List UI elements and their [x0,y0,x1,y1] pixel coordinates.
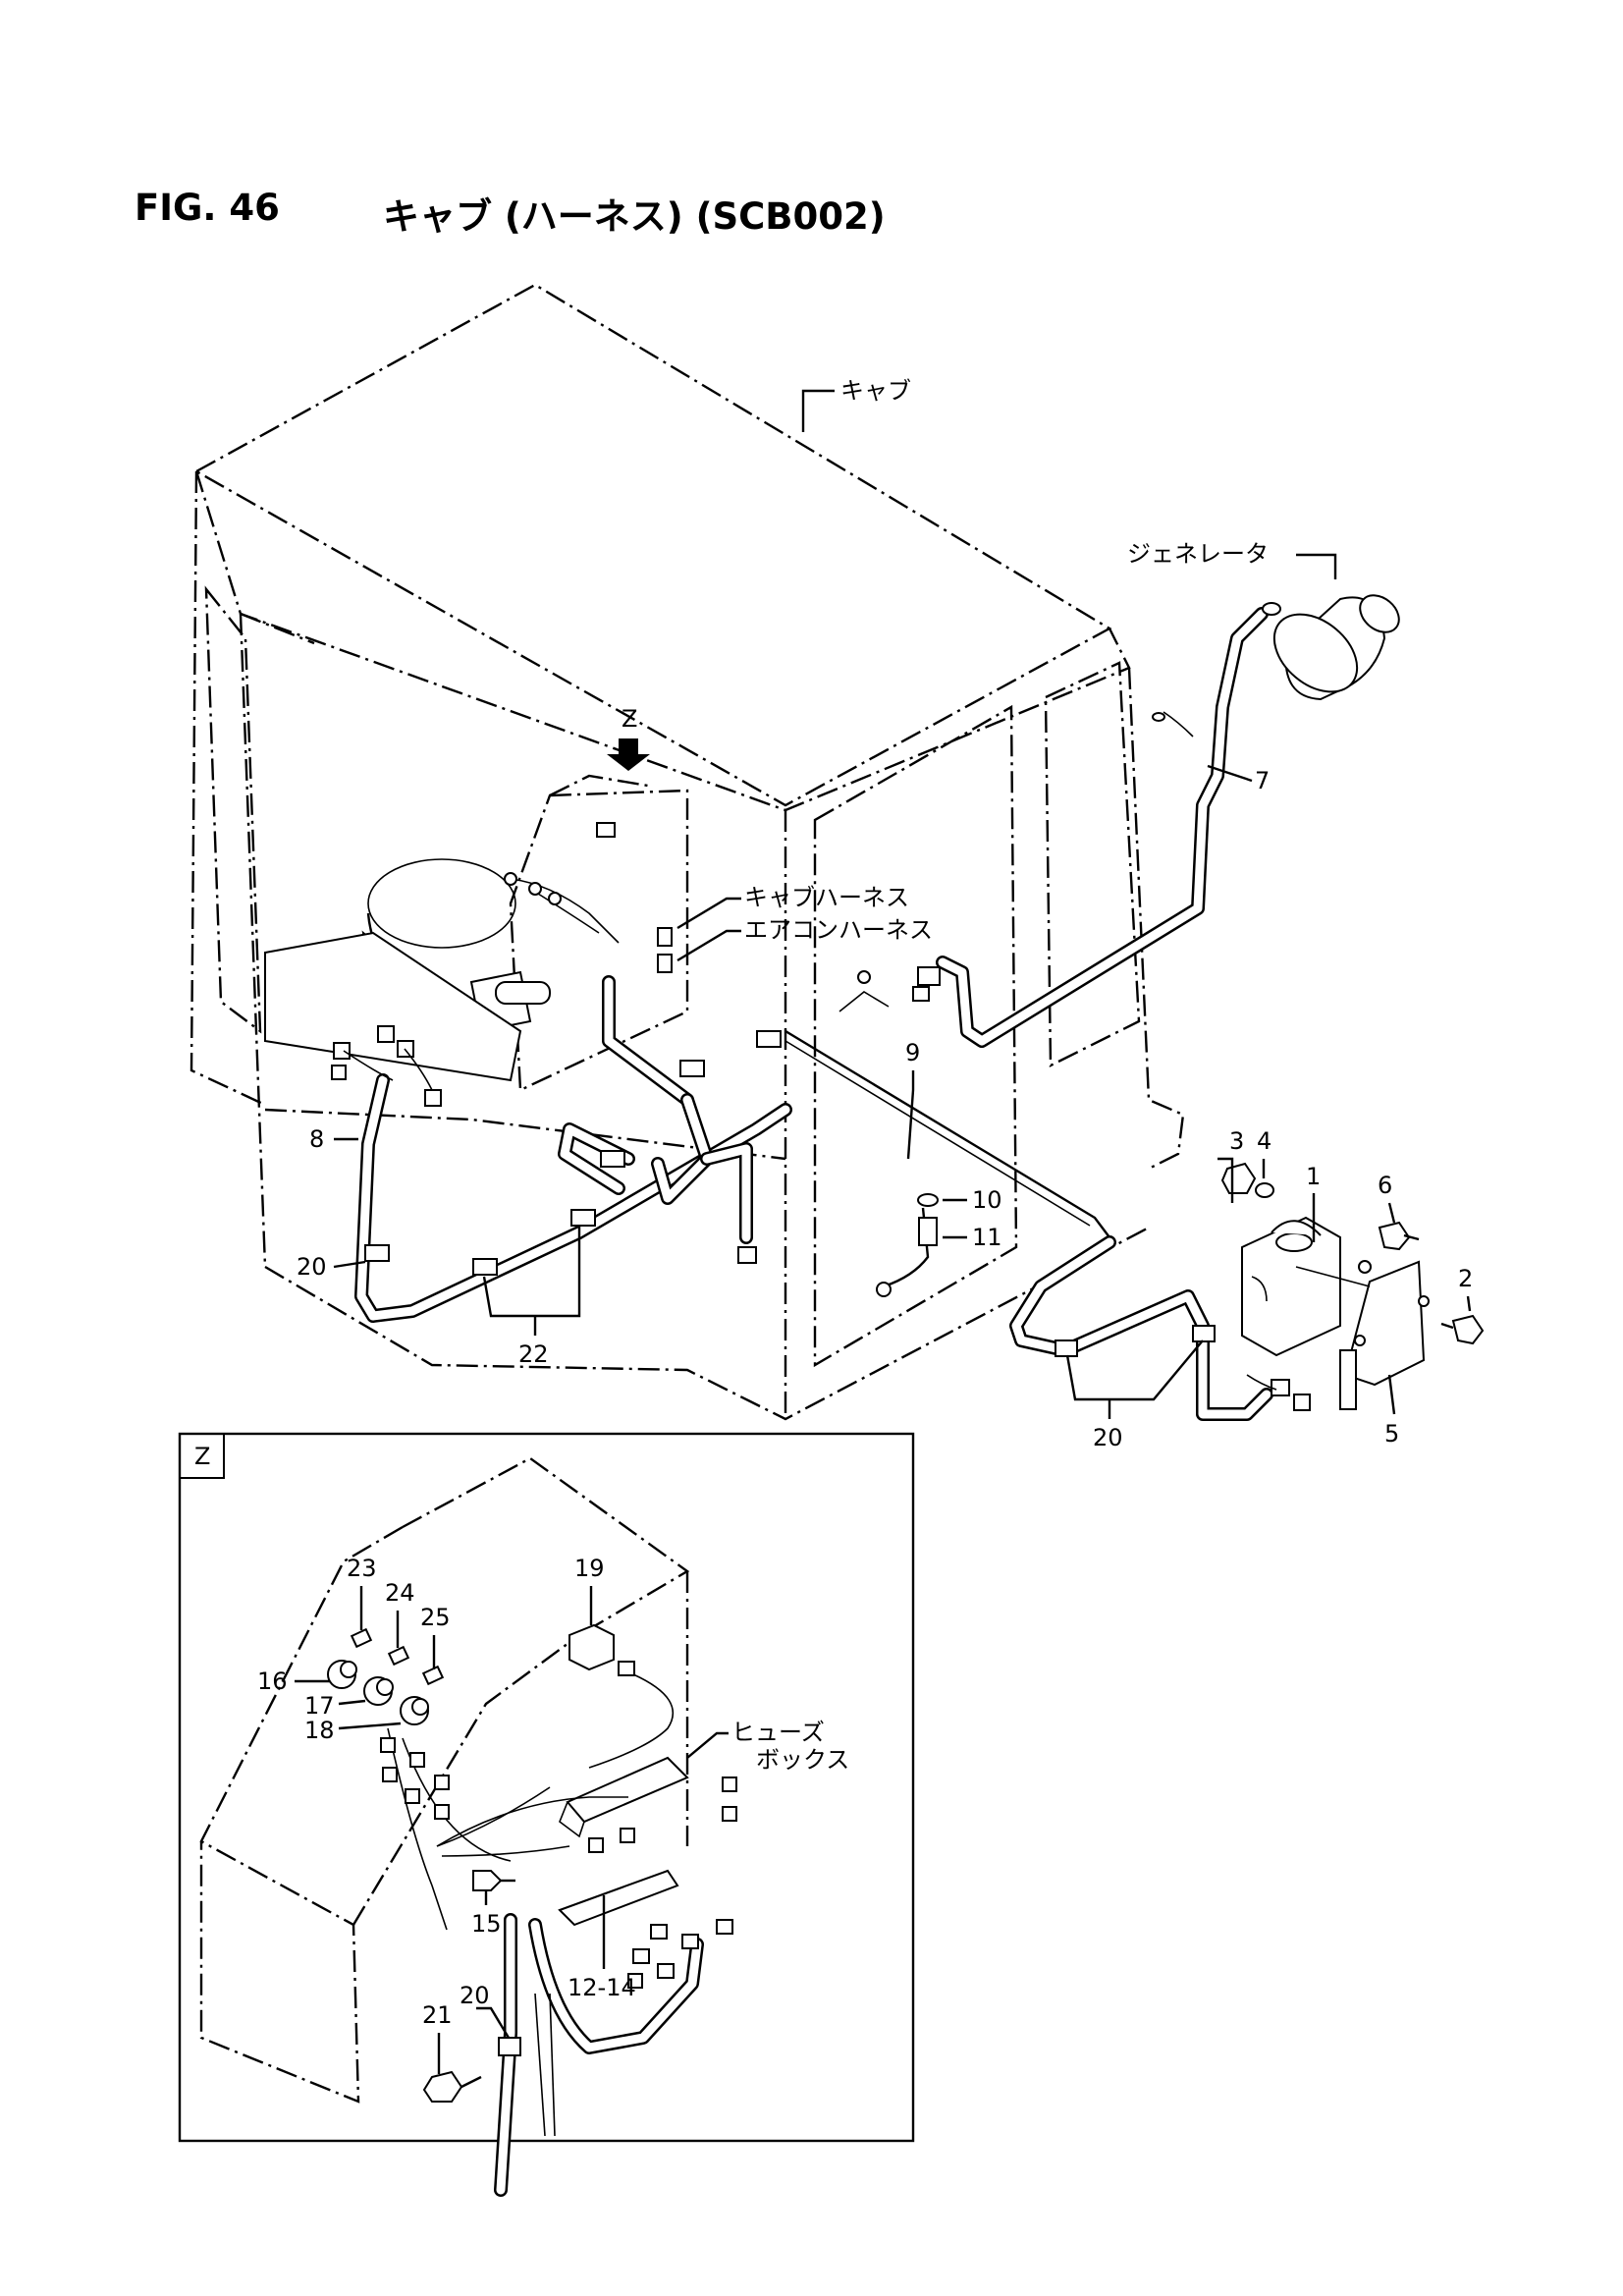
part-number-3: 3 [1229,1127,1244,1155]
part-number-12-14: 12-14 [568,1974,636,2001]
main-harness [331,975,1110,1323]
figure-title: キャブ (ハーネス) (SCB002) [383,195,886,238]
generator-harness [839,602,1281,1048]
part-number-5: 5 [1384,1420,1399,1448]
console-area [264,774,689,1092]
part-number-20-right: 20 [1093,1424,1123,1451]
fuse-box-label-1: ヒューズ [731,1719,825,1746]
cab-label: キャブ [840,377,911,405]
figure-number: FIG. 46 [135,187,280,229]
part-number-25: 25 [420,1604,451,1631]
part-number-23: 23 [347,1555,377,1582]
detail-view-label: Z [194,1443,210,1470]
ground-bolt [917,1193,967,1246]
part-number-18: 18 [304,1717,335,1744]
detail-view-z: Z [178,1432,915,2197]
generator: ジェネレータ [1127,540,1400,701]
part-number-17: 17 [304,1692,335,1720]
part-number-20-detail: 20 [460,1982,490,2009]
view-z-arrow: Z [607,705,650,771]
part-number-8: 8 [309,1125,324,1153]
part-number-7: 7 [1255,767,1270,794]
cab-harness-label: キャブハーネス [744,884,909,911]
part-number-22: 22 [518,1340,549,1368]
part-number-1: 1 [1306,1163,1321,1190]
part-number-11: 11 [972,1224,1002,1251]
cab-callout: キャブ [801,377,911,432]
part-number-4: 4 [1257,1127,1271,1155]
right-harness [1009,1235,1311,1421]
harness-callouts: キャブハーネス エアコンハーネス [676,884,933,962]
part-number-21: 21 [422,2001,453,2029]
cab-outline [189,283,1185,1421]
part-number-15: 15 [471,1910,502,1938]
part-number-2: 2 [1458,1265,1473,1292]
main-callouts: 3 4 1 6 2 5 7 8 9 10 11 20 22 20 [297,764,1473,1451]
part-number-19: 19 [574,1555,605,1582]
part-number-10: 10 [972,1186,1002,1214]
generator-label: ジェネレータ [1127,540,1269,568]
part-number-9: 9 [905,1039,920,1066]
part-number-6: 6 [1378,1172,1392,1199]
detail-callouts: 23 24 25 16 17 18 19 ヒューズ ボックス 15 12-14 … [257,1555,849,2074]
part-number-16: 16 [257,1667,288,1695]
aircon-harness-label: エアコンハーネス [744,916,933,944]
view-z-marker: Z [622,705,637,733]
tank-assembly [1220,1162,1485,1410]
part-number-24: 24 [385,1579,415,1607]
fuse-box-label-2: ボックス [756,1746,849,1774]
part-number-20-left: 20 [297,1253,327,1281]
